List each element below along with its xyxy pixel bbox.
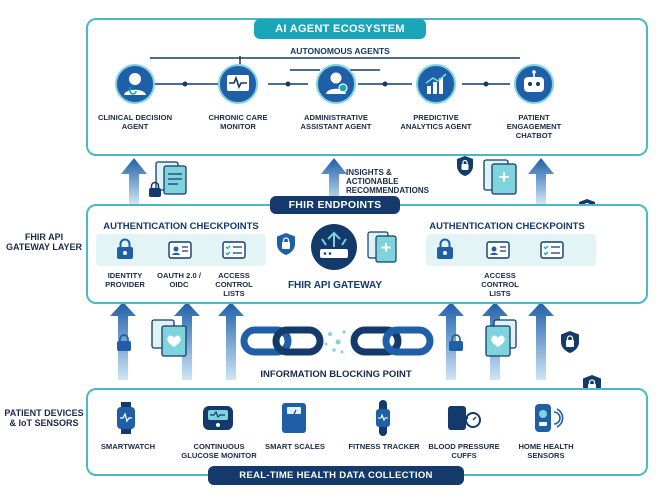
ecosystem-title: AI AGENT ECOSYSTEM [254,19,426,39]
auth-right-header: AUTHENTICATION CHECKPOINTS [429,221,585,232]
device-label: SMARTWATCH [100,442,156,451]
analytics-chart-icon [416,64,456,104]
up-arrow [174,302,200,380]
home-sensor-icon [535,404,564,432]
up-arrow [218,302,244,380]
shield-icon [561,331,579,353]
fitness-tracker-icon [376,400,390,436]
shield-icon [277,233,295,255]
agents-header: AUTONOMOUS AGENTS [290,46,390,56]
lock-icon [149,181,161,197]
blood-pressure-icon [448,406,481,430]
document-icon [151,319,187,357]
blocking-label: INFORMATION BLOCKING POINT [260,369,412,380]
collection-label: REAL-TIME HEALTH DATA COLLECTION [239,470,433,481]
auth-item-label: ACCESS CONTROL LISTS [481,271,519,298]
agent-label: PATIENT ENGAGEMENT CHATBOT [506,113,562,140]
devices-panel [86,388,648,476]
doctor-icon [115,64,155,104]
document-icon [155,161,187,195]
admin-person-icon [316,64,356,104]
devices-side-label: PATIENT DEVICES & IoT SENSORS [4,408,84,428]
padlock-icon [437,238,453,259]
document-icon [483,159,517,195]
agent-ecosystem-panel [86,18,648,156]
auth-item-label: IDENTITY PROVIDER [105,271,145,289]
auth-left-header: AUTHENTICATION CHECKPOINTS [103,221,259,232]
collection-pill: REAL-TIME HEALTH DATA COLLECTION [208,466,464,485]
shield-icon [457,156,473,176]
up-arrow [321,158,347,204]
insights-label: INSIGHTS & ACTIONABLE RECOMMENDATIONS [346,168,429,195]
agent-label: CHRONIC CARE MONITOR [208,113,268,131]
scale-icon [282,403,306,433]
padlock-icon [117,238,133,259]
up-arrow [528,158,554,204]
device-label: SMART SCALES [265,442,325,451]
document-icon [367,231,397,263]
fhir-endpoints-pill: FHIR ENDPOINTS [270,196,400,214]
broken-chain-icon [240,326,434,356]
agent-label: CLINICAL DECISION AGENT [97,113,173,131]
auth-item-label: ACCESS CONTROL LISTS [215,271,253,298]
id-card-icon [168,241,192,259]
agent-label: ADMINISTRATIVE ASSISTANT AGENT [300,113,372,131]
document-icon [485,319,517,357]
heart-monitor-icon [218,64,258,104]
device-label: BLOOD PRESSURE CUFFS [428,442,500,460]
device-label: CONTINUOUS GLUCOSE MONITOR [181,442,257,460]
gateway-label: FHIR API GATEWAY [287,280,383,291]
gateway-side-label: FHIR API GATEWAY LAYER [5,232,83,252]
fhir-endpoints-label: FHIR ENDPOINTS [288,199,382,211]
device-label: HOME HEALTH SENSORS [518,442,574,460]
agent-label: PREDICTIVE ANALYTICS AGENT [400,113,472,131]
gateway-router-icon [311,224,357,270]
lock-icon [117,334,131,351]
glucose-monitor-icon [203,406,233,430]
lock-icon [449,334,463,351]
auth-right-box [426,234,596,266]
smartwatch-icon [117,402,135,434]
up-arrow [528,302,554,380]
device-label: FITNESS TRACKER [348,442,420,451]
checklist-icon [540,241,564,259]
auth-item-label: OAUTH 2.0 / OIDC [157,271,201,289]
up-arrow [121,158,147,204]
checklist-icon [222,241,246,259]
id-card-icon [486,241,510,259]
chatbot-icon [514,64,554,104]
